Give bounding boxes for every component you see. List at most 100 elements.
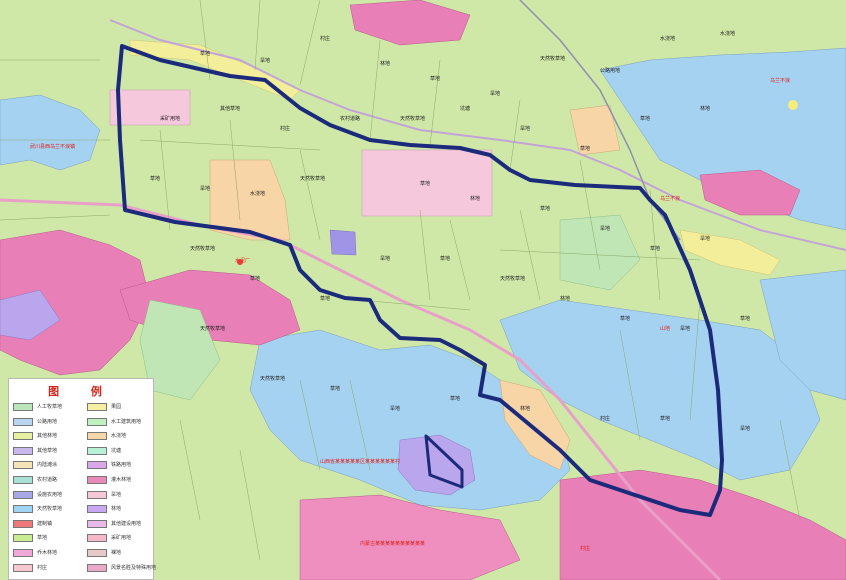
shrubland-west	[0, 229, 151, 376]
legend-swatch	[87, 403, 107, 411]
legend-item: 裸地	[87, 547, 153, 559]
parcel-boundaries	[0, 0, 801, 561]
legend-label: 其他草地	[37, 447, 58, 454]
map-label: 草地	[640, 115, 650, 122]
map-label: 旱地	[700, 235, 710, 242]
grass-patch-1	[139, 299, 221, 401]
legend-item: 其他林地	[13, 430, 79, 442]
map-label: 村庄	[280, 125, 290, 132]
map-label: 草地	[650, 245, 660, 252]
legend-title: 图 例	[48, 385, 116, 398]
map-label: 天然牧草地	[400, 115, 425, 122]
legend-label: 草地	[37, 535, 48, 542]
map-label: 草地	[440, 255, 450, 262]
legend-label: 采矿用地	[111, 535, 132, 542]
legend-swatch	[13, 505, 33, 514]
map-label: 天然牧草地	[300, 175, 325, 182]
legend-swatch	[13, 476, 33, 484]
legend-item: 农村道路	[13, 474, 79, 486]
legend-swatch	[13, 534, 33, 543]
legend-item: 其他草地	[13, 445, 79, 457]
map-label: 天然牧草地	[540, 55, 565, 62]
map-label: 草地	[660, 415, 670, 422]
legend-label: 林地	[111, 506, 122, 513]
legend-label: 水浇地	[111, 433, 127, 440]
marker-dot	[788, 100, 798, 110]
map-label: 村庄	[320, 35, 330, 42]
irrigated-block	[209, 159, 291, 241]
map-label: 村庄	[600, 415, 610, 422]
legend-swatch	[13, 563, 33, 572]
legend-label: 公路用地	[37, 418, 58, 425]
mining-block	[361, 149, 493, 217]
legend-swatch	[13, 446, 33, 455]
legend-item: 水浇地	[87, 430, 153, 442]
legend-swatch	[13, 490, 33, 499]
legend-item: 风景名胜及特殊用地	[87, 562, 157, 574]
map-label: 公路用地	[600, 67, 620, 74]
map-label: 天然牧草地	[190, 245, 215, 252]
forest-strip-east	[679, 229, 781, 276]
legend-label: 风景名胜及特殊用地	[111, 564, 157, 571]
legend-swatch	[87, 432, 107, 441]
map-label: 坑塘	[460, 105, 470, 112]
legend-item: 灌木林地	[87, 474, 153, 486]
map-label: 草地	[330, 385, 340, 392]
map-red-label: 山地	[660, 325, 670, 332]
shrubland-top-right	[699, 169, 801, 216]
map-label: 林地	[380, 60, 390, 67]
legend-swatch	[87, 534, 107, 543]
map-red-label: 武川县西乌兰不浪镇	[30, 143, 75, 150]
map-red-label: 乌兰不浪	[770, 77, 790, 84]
legend-swatch	[87, 563, 107, 572]
legend-label: 其他林地	[37, 433, 58, 440]
legend-label: 农村道路	[37, 477, 58, 483]
legend-item: 林地	[87, 503, 153, 515]
legend-item: 草地	[13, 532, 79, 544]
legend-item: 天然牧草地	[13, 503, 79, 515]
map-label: 草地	[150, 175, 160, 182]
map-label: 草地	[450, 395, 460, 402]
map-label: 旱地	[200, 185, 210, 192]
map-label: 林地	[700, 105, 710, 112]
legend-label: 旱地	[111, 491, 122, 498]
map-label: 旱地	[600, 225, 610, 232]
map-label: 采矿用地	[160, 115, 180, 122]
map-label: 旱地	[490, 90, 500, 97]
legend-swatch	[87, 490, 107, 499]
map-label: 草地	[250, 275, 260, 282]
legend-item: 公路用地	[13, 416, 79, 428]
map-label: 天然牧草地	[260, 375, 285, 382]
legend-swatch	[87, 417, 107, 426]
legend-label: 人工牧草地	[37, 404, 63, 410]
map-red-label: 山西省某某某某某区某某某某某某村	[320, 458, 400, 465]
map-legend: 图 例 人工牧草地果园公路用地水工建筑用地其他林地水浇地其他草地坑塘内陆滩涂铁路…	[8, 378, 157, 580]
legend-swatch	[87, 549, 107, 557]
legend-item: 水工建筑用地	[87, 416, 153, 428]
road-north	[109, 19, 846, 251]
shrubland-south	[299, 494, 521, 580]
legend-swatch	[13, 549, 33, 557]
legend-label: 裸地	[111, 550, 122, 556]
map-red-label: 内蒙古某某某某某某某某某某	[360, 540, 425, 547]
map-label: 农村道路	[340, 115, 360, 122]
map-label: 草地	[620, 315, 630, 322]
map-label: 旱地	[260, 57, 270, 64]
project-boundary-south-parcel[interactable]	[424, 434, 464, 489]
legend-item: 铁路用地	[87, 459, 153, 471]
legend-item: 乔木林地	[13, 547, 79, 559]
project-boundary-main[interactable]	[116, 44, 724, 517]
pasture-far-right	[759, 269, 846, 401]
legend-item: 其他建设用地	[87, 518, 153, 530]
marker-dot-2	[237, 259, 243, 265]
map-red-label: 水泥厂	[235, 257, 250, 264]
map-red-label: 乌兰不浪	[660, 195, 680, 202]
map-label: 草地	[420, 180, 430, 187]
legend-label: 乔木林地	[37, 550, 58, 556]
legend-label: 设施农用地	[37, 491, 63, 498]
legend-swatch	[13, 403, 33, 411]
map-label: 旱地	[680, 325, 690, 332]
legend-swatch	[13, 461, 33, 470]
